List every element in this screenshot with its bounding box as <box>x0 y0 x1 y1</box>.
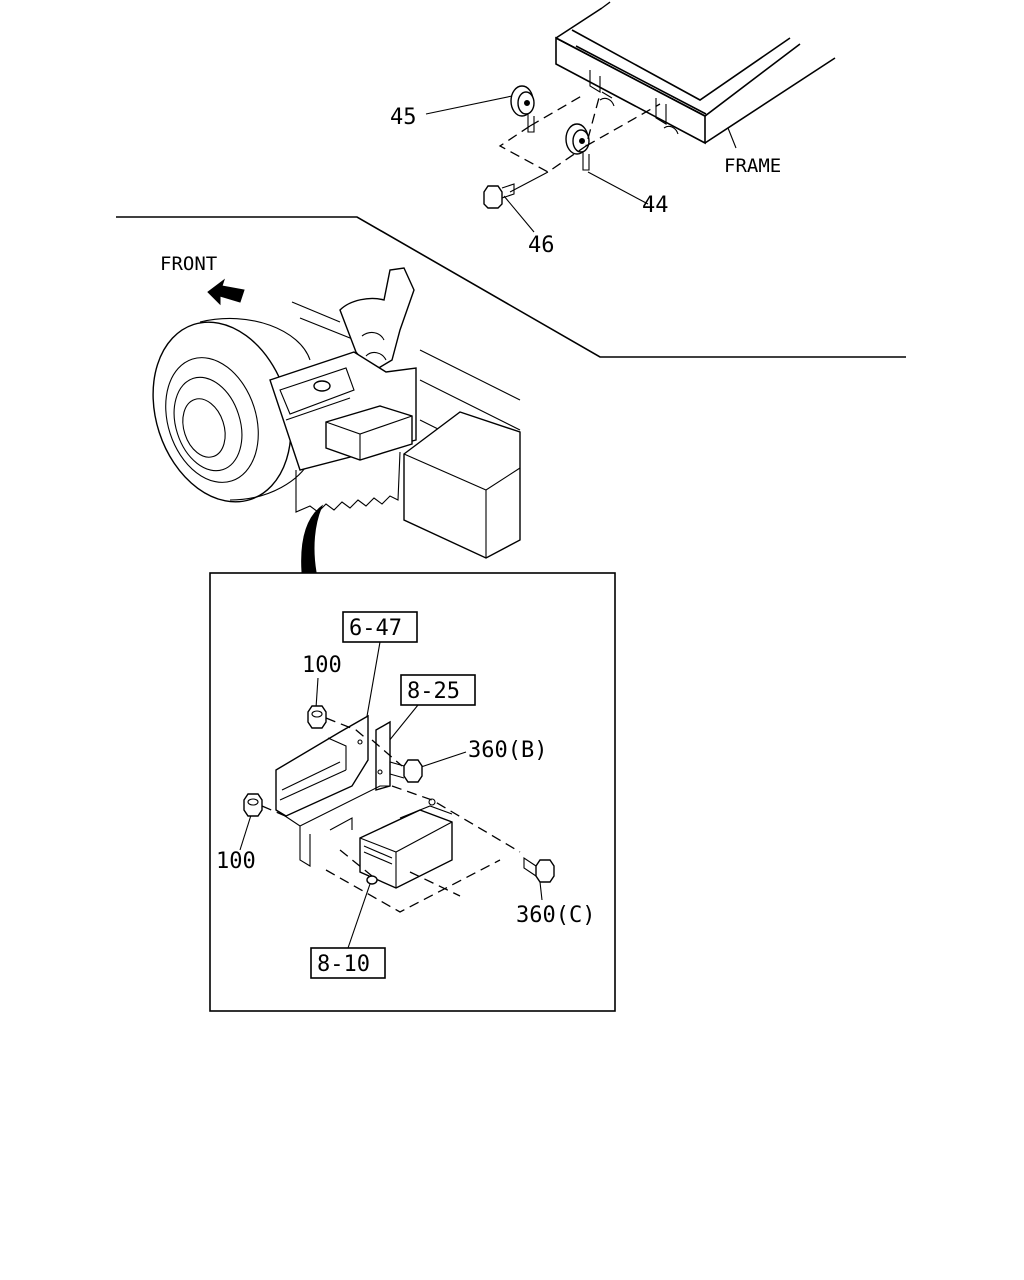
mounting-bracket <box>275 714 391 867</box>
horn-44 <box>565 123 590 171</box>
label-frame: FRAME <box>724 155 781 177</box>
label-45: 45 <box>390 105 417 130</box>
label-front: FRONT <box>160 253 217 275</box>
ref-6-47: 6-47 <box>349 616 402 641</box>
bolt-46 <box>483 183 515 209</box>
section-divider <box>116 216 906 358</box>
bolt-360c <box>523 856 555 883</box>
callout-arrow <box>301 504 324 573</box>
nut-100-lower <box>243 793 263 817</box>
front-arrow-icon <box>207 278 245 306</box>
frame-assembly <box>555 0 836 145</box>
battery <box>403 411 521 559</box>
label-44: 44 <box>642 193 669 218</box>
clip-8-10 <box>366 875 378 885</box>
label-100-lower: 100 <box>216 849 256 874</box>
vehicle-chassis <box>269 267 521 513</box>
label-360b: 360(B) <box>468 738 547 763</box>
detail-box <box>209 572 616 1012</box>
label-100-upper: 100 <box>302 653 342 678</box>
label-360c: 360(C) <box>516 903 595 928</box>
label-46: 46 <box>528 233 555 258</box>
bolt-360b <box>389 759 423 783</box>
control-unit <box>359 805 453 889</box>
ref-8-10: 8-10 <box>317 952 370 977</box>
horn-45 <box>510 85 535 133</box>
ref-8-25: 8-25 <box>407 679 460 704</box>
nut-100-upper <box>307 705 327 729</box>
ref-box-8-25 <box>400 674 476 706</box>
